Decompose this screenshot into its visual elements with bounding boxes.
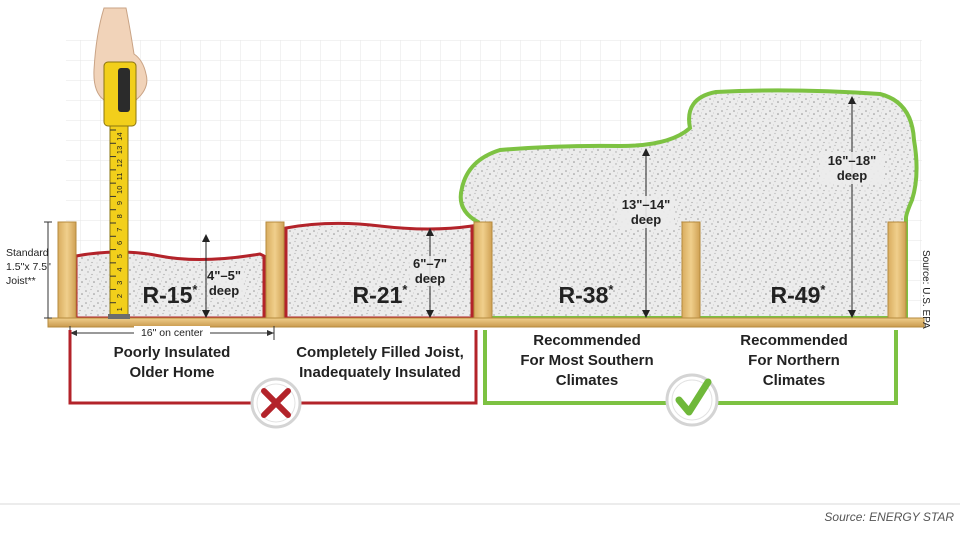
- tape-tick-label: 14: [115, 132, 124, 140]
- tape-tick-label: 12: [115, 159, 124, 167]
- tape-tick-label: 9: [115, 201, 124, 205]
- joist: [887, 221, 907, 321]
- side-source: Source: U.S. EPA: [920, 250, 931, 329]
- joist-size-label-2: 1.5"x 7.5": [6, 261, 51, 273]
- depth-arrow-r49: [848, 96, 856, 318]
- caption-r21-line1: Completely Filled Joist,: [296, 344, 464, 361]
- tape-measure: 14 13 12 11 10 9 8 7 6 5 4 3 2 1: [93, 7, 148, 319]
- r-value-r15: R-15*: [143, 282, 199, 308]
- tape-tick-label: 7: [115, 228, 124, 232]
- tape-tick-label: 6: [115, 241, 124, 245]
- caption-r21-line2: Inadequately Insulated: [299, 364, 461, 381]
- check-mark-icon: [665, 373, 719, 427]
- tape-tick-label: 8: [115, 214, 124, 218]
- insulation-r38-r49: [458, 88, 919, 320]
- tape-tick-label: 2: [115, 294, 124, 298]
- caption-r49-line1: Recommended: [740, 332, 848, 349]
- caption-r15-line1: Poorly Insulated: [114, 344, 231, 361]
- r-value-r49: R-49*: [771, 282, 827, 308]
- tape-tick-label: 10: [115, 186, 124, 194]
- depth-arrow-r15: [202, 234, 210, 318]
- caption-r49-line2: For Northern: [748, 352, 840, 369]
- footer-source: Source: ENERGY STAR: [824, 510, 954, 524]
- depth-arrow-r38: [642, 148, 650, 318]
- caption-r38-line3: Climates: [556, 372, 619, 389]
- depth-label-r49: 16"–18": [828, 153, 876, 168]
- insulation-r21: [284, 221, 474, 320]
- depth-label-r38-deep: deep: [631, 212, 661, 227]
- x-mark-icon: [250, 377, 302, 429]
- caption-r49-line3: Climates: [763, 372, 826, 389]
- depth-label-r21: 6"–7": [413, 256, 447, 271]
- joist: [57, 221, 77, 321]
- spacing-label: 16" on center: [141, 327, 204, 339]
- depth-label-r38: 13"–14": [622, 197, 670, 212]
- joist: [265, 221, 285, 321]
- depth-label-r21-deep: deep: [415, 271, 445, 286]
- tape-tick-label: 13: [115, 146, 124, 154]
- tape-tick-label: 11: [115, 173, 124, 181]
- tape-ticks: 14 13 12 11 10 9 8 7 6 5 4 3 2 1: [110, 129, 124, 311]
- r-value-r21: R-21*: [353, 282, 409, 308]
- caption-r38-line2: For Most Southern: [520, 352, 653, 369]
- tape-tick-label: 4: [115, 267, 124, 271]
- caption-r15-line2: Older Home: [129, 364, 214, 381]
- r-value-r38: R-38*: [559, 282, 615, 308]
- joist-size-label-1: Standard: [6, 247, 49, 259]
- depth-label-r15-deep: deep: [209, 283, 239, 298]
- joist: [473, 221, 493, 321]
- ceiling-board: [47, 317, 925, 328]
- tape-tick-label: 3: [115, 281, 124, 285]
- depth-label-r49-deep: deep: [837, 168, 867, 183]
- tape-tick-label: 1: [115, 307, 124, 311]
- caption-r38-line1: Recommended: [533, 332, 641, 349]
- tape-tick-label: 5: [115, 254, 124, 258]
- joist: [681, 221, 701, 321]
- depth-label-r15: 4"–5": [207, 268, 241, 283]
- joist-size-label-3: Joist**: [6, 275, 36, 287]
